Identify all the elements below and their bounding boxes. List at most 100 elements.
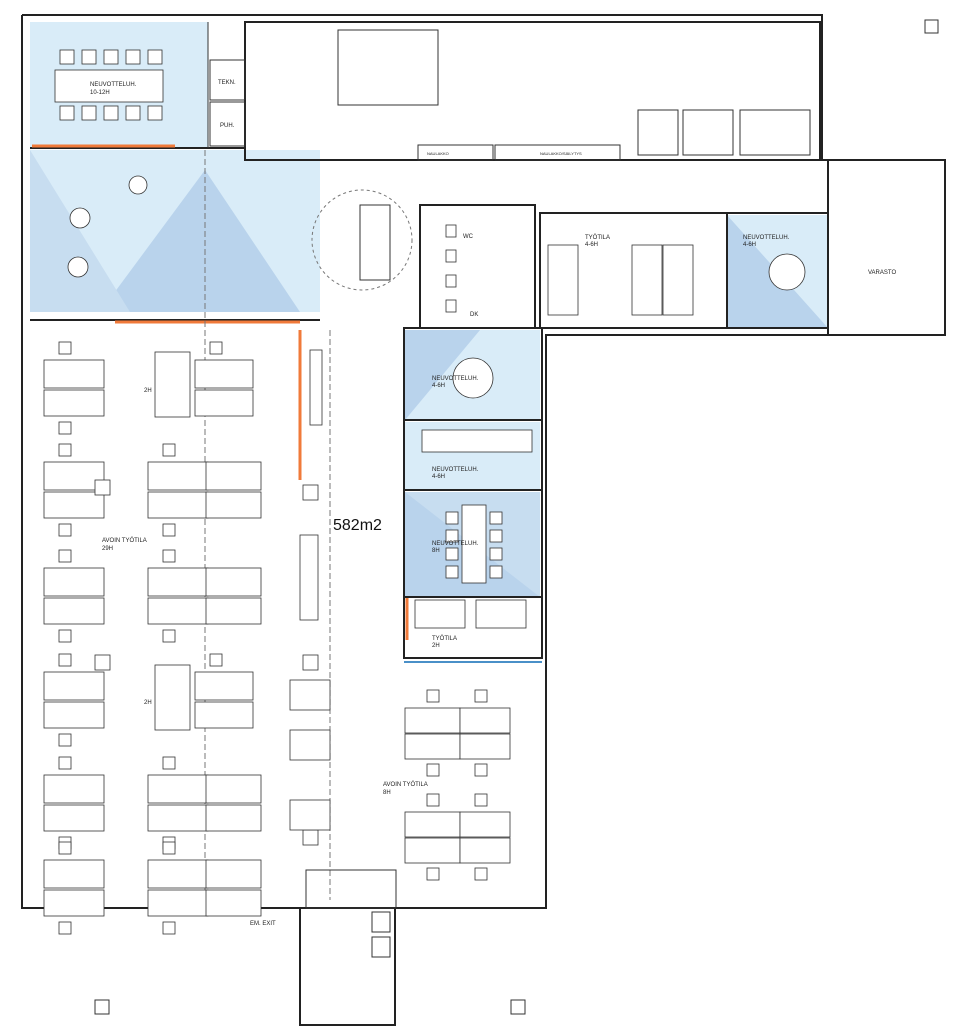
conf-c-capacity: 8H (432, 548, 440, 554)
conf-c-name: NEUVOTTELUH. (432, 541, 479, 547)
desk (43, 859, 105, 889)
desk (147, 597, 209, 625)
round-table (452, 357, 494, 399)
desk (43, 701, 105, 729)
desk (459, 811, 511, 838)
desk (662, 244, 694, 316)
desk (205, 859, 262, 889)
chair (162, 549, 176, 563)
desk (205, 461, 262, 491)
desk (43, 597, 105, 625)
desk (631, 244, 663, 316)
storage-shelf (299, 534, 319, 621)
conf-large-name: NEUVOTTELUH. (90, 82, 137, 88)
open-left-capacity: 29H (102, 546, 113, 552)
conf-right-name: NEUVOTTELUH. (743, 235, 790, 241)
chair (58, 549, 72, 563)
sink (445, 249, 457, 263)
chair (147, 49, 163, 65)
conf-large-capacity: 10-12H (90, 90, 110, 96)
conf-b-capacity: 4-6H (432, 474, 445, 480)
furniture (43, 49, 806, 935)
chair (58, 443, 72, 457)
area-label: 582m2 (333, 517, 382, 534)
desk (147, 804, 209, 832)
chair (445, 529, 459, 543)
chair (103, 49, 119, 65)
chair (58, 421, 72, 435)
wc-label: WC (463, 234, 474, 240)
desk (43, 491, 105, 519)
round-table (768, 253, 806, 291)
chair (58, 756, 72, 770)
desk (404, 707, 461, 734)
coat-rack-label: NAULAKKO (427, 151, 449, 156)
desk (43, 359, 105, 389)
conference-table (421, 429, 533, 453)
desk (205, 491, 262, 519)
chair (489, 529, 503, 543)
chair (162, 921, 176, 935)
chair (474, 763, 488, 777)
chair (81, 49, 97, 65)
desk (43, 889, 105, 917)
desk (194, 359, 254, 389)
chair (445, 511, 459, 525)
desk (194, 389, 254, 417)
conf-a-capacity: 4-6H (432, 383, 445, 389)
chair (445, 547, 459, 561)
desk (459, 837, 511, 864)
booth-2-label: 2H (144, 700, 152, 706)
chair (58, 841, 72, 855)
desk (547, 244, 579, 316)
chair (59, 49, 75, 65)
emergency-exit-label: EM. EXIT (250, 921, 276, 927)
desk (404, 811, 461, 838)
chair (474, 689, 488, 703)
open-right-capacity: 8H (383, 790, 391, 796)
chair (125, 49, 141, 65)
varasto-label: VARASTO (868, 270, 896, 276)
tekn-label: TEKN. (218, 80, 236, 86)
chair (474, 867, 488, 881)
chair (162, 443, 176, 457)
desk (404, 837, 461, 864)
room-labels: NEUVOTTELUH. 10-12H TEKN. PUH. WC DK TYÖ… (90, 80, 896, 927)
column (302, 654, 319, 671)
conf-right-capacity: 4-6H (743, 242, 756, 248)
conf-a-name: NEUVOTTELUH. (432, 376, 479, 382)
open-left-name: AVOIN TYÖTILA (102, 537, 147, 544)
desk (147, 859, 209, 889)
sink (445, 224, 457, 238)
chair (489, 565, 503, 579)
chair (162, 629, 176, 643)
desk (43, 461, 105, 491)
desk (205, 774, 262, 804)
booth-1-label: 2H (144, 388, 152, 394)
chair (489, 547, 503, 561)
sink (445, 274, 457, 288)
round-table (67, 256, 89, 278)
tyotila-small-name: TYÖTILA (432, 635, 457, 642)
desk (147, 461, 209, 491)
walls (21, 14, 946, 1026)
column (302, 829, 319, 846)
chair (445, 565, 459, 579)
chair (162, 523, 176, 537)
desk (147, 889, 209, 917)
round-table (128, 175, 148, 195)
desk (147, 567, 209, 597)
chair (58, 341, 72, 355)
chair (59, 105, 75, 121)
chair (162, 841, 176, 855)
desk (404, 733, 461, 760)
puh-label: PUH. (220, 123, 235, 129)
tyotila-top-name: TYÖTILA (585, 234, 610, 241)
chair (489, 511, 503, 525)
tyotila-top-capacity: 4-6H (585, 242, 598, 248)
chair (103, 105, 119, 121)
desk (43, 774, 105, 804)
desk (43, 804, 105, 832)
sofa (289, 799, 331, 831)
